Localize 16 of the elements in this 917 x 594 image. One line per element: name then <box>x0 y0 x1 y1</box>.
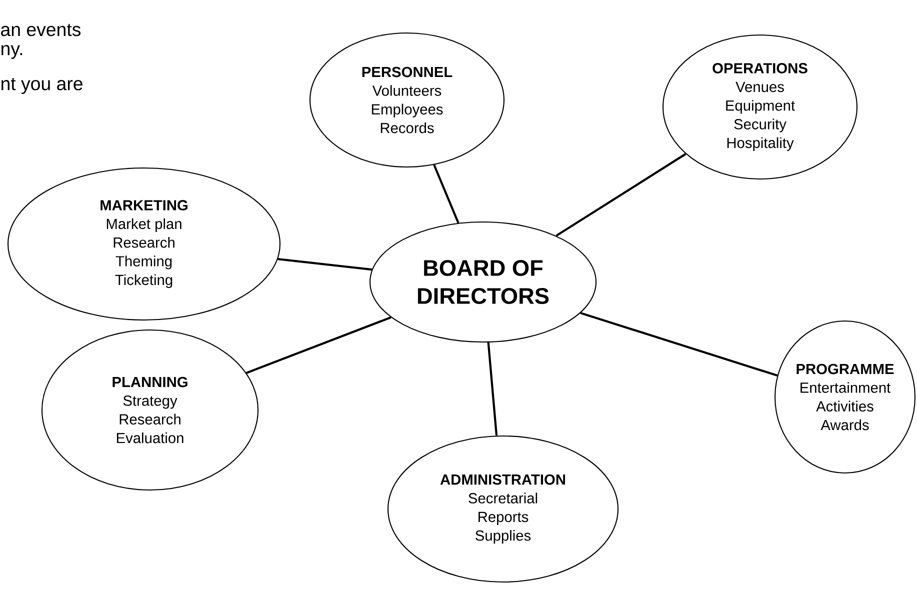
ellipse-node: BOARD OF DIRECTORS <box>369 221 597 343</box>
connector-line <box>556 153 686 237</box>
ellipse-node: OPERATIONS Venues Equipment Security Hospitality <box>662 34 858 180</box>
text-fragment: nt you are <box>2 78 82 94</box>
connector-line <box>246 316 392 374</box>
text-fragment: ny. <box>2 45 22 59</box>
ellipse-node: PROGRAMME Entertainment Activities Awards <box>774 320 916 474</box>
ellipse-node: MARKETING Market plan Research Theming Ticketing <box>7 167 281 321</box>
text-fragment: an events <box>1 24 81 36</box>
connector-line <box>487 342 498 436</box>
connector-line <box>278 258 372 271</box>
ellipse-node: ADMINISTRATION Secretarial Reports Supplies <box>387 435 619 583</box>
connector-line <box>580 312 778 377</box>
ellipse-node: PERSONNEL Volunteers Employees Records <box>309 32 505 168</box>
ellipse-node: PLANNING Strategy Research Evaluation <box>41 329 259 491</box>
connector-line <box>433 164 460 224</box>
